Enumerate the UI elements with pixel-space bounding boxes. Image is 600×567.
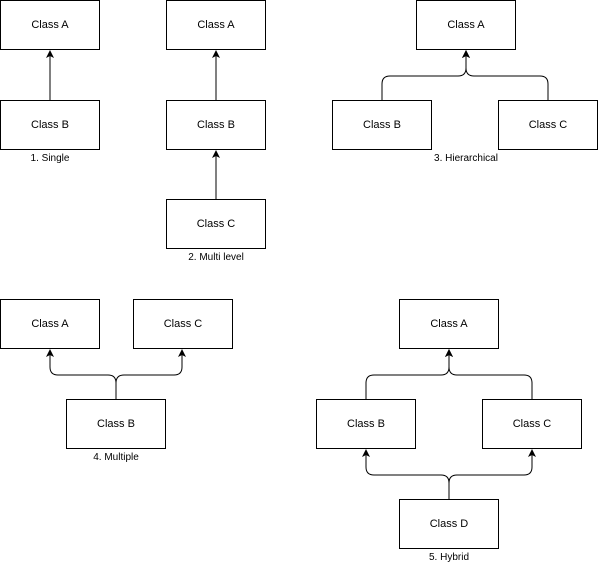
single-class-a-box: Class A — [0, 0, 100, 50]
hybrid-caption: 5. Hybrid — [428, 552, 470, 563]
box-label: Class B — [97, 418, 135, 430]
hierarchical-class-c-box: Class C — [498, 100, 598, 150]
box-label: Class A — [197, 19, 235, 31]
box-label: Class B — [197, 119, 235, 131]
hierarchical-class-a-box: Class A — [416, 0, 516, 50]
box-label: Class C — [528, 119, 568, 131]
hierarchical-class-b-box: Class B — [332, 100, 432, 150]
multiple-caption: 4. Multiple — [93, 452, 139, 463]
arrow-hybrid-c-to-a — [445, 349, 533, 399]
multilevel-class-c-box: Class C — [166, 199, 266, 249]
box-label: Class D — [429, 518, 469, 530]
single-class-b-box: Class B — [0, 100, 100, 150]
box-label: Class A — [31, 318, 69, 330]
arrow-hierarchical-c-to-a — [462, 50, 549, 100]
box-label: Class C — [196, 218, 236, 230]
hierarchical-caption: 3. Hierarchical — [434, 153, 498, 164]
box-label: Class B — [31, 119, 69, 131]
box-label: Class C — [512, 418, 552, 430]
multilevel-class-a-box: Class A — [166, 0, 266, 50]
hybrid-class-a-box: Class A — [399, 299, 499, 349]
multiple-class-c-box: Class C — [133, 299, 233, 349]
arrow-multiple-b-to-a — [46, 349, 117, 399]
arrow-hybrid-d-to-b — [362, 449, 450, 499]
hybrid-class-b-box: Class B — [316, 399, 416, 449]
hybrid-class-d-box: Class D — [399, 499, 499, 549]
box-label: Class A — [31, 19, 69, 31]
box-label: Class B — [347, 418, 385, 430]
box-label: Class A — [430, 318, 468, 330]
arrow-multiple-b-to-c — [115, 349, 186, 399]
hybrid-class-c-box: Class C — [482, 399, 582, 449]
arrow-hierarchical-b-to-a — [381, 50, 470, 100]
multilevel-class-b-box: Class B — [166, 100, 266, 150]
multiple-class-a-box: Class A — [0, 299, 100, 349]
box-label: Class C — [163, 318, 203, 330]
arrow-hybrid-d-to-c — [448, 449, 536, 499]
box-label: Class A — [447, 19, 485, 31]
arrow-hybrid-b-to-a — [365, 349, 453, 399]
single-caption: 1. Single — [30, 153, 70, 164]
multiple-class-b-box: Class B — [66, 399, 166, 449]
box-label: Class B — [363, 119, 401, 131]
multilevel-caption: 2. Multi level — [188, 252, 244, 263]
